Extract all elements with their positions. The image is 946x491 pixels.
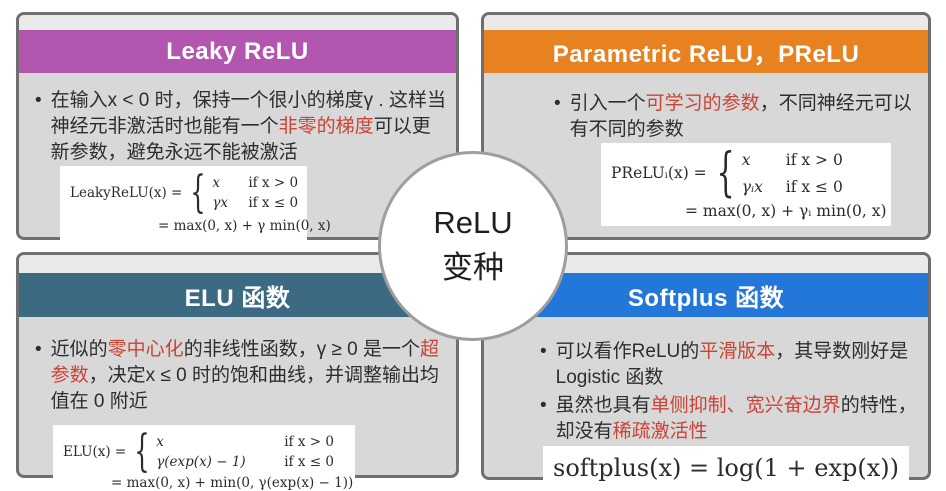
panel-leaky-relu: Leaky ReLU • 在输入x < 0 时，保持一个很小的梯度γ . 这样当… [16,12,459,240]
formula-result: = max(0, x) + min(0, γ(exp(x) − 1)) [111,474,354,491]
bullet-marker: • [35,339,42,360]
bullet-text: 可以看作ReLU的平滑版本，其导数刚好是Logistic 函数 [556,339,918,391]
brace-glyph: { [190,167,207,218]
panel-parametric-relu-title: Parametric ReLU，PReLU [552,41,860,68]
bullet-marker: • [35,90,42,111]
highlighted-text: 零中心化 [107,339,184,360]
center-title-line1: ReLU [433,205,513,241]
panel-top-strip [19,15,456,30]
bullet-text: 引入一个可学习的参数，不同神经元可以有不同的参数 [570,91,916,143]
formula-cases-row: PReLUᵢ(x) = { x if x > 0 γᵢx if x ≤ 0 [611,143,879,203]
panel-top-strip [484,15,928,30]
bullet-item: • 近似的零中心化的非线性函数，γ ≥ 0 是一个超参数，决定x ≤ 0 时的饱… [35,337,450,415]
panel-softplus-body: • 可以看作ReLU的平滑版本，其导数刚好是Logistic 函数 • 虽然也具… [484,339,928,447]
text-segment: ，其导数刚好是Logistic 函数 [555,341,909,389]
text-segment: ，决定x ≤ 0 时的饱和曲线，并调整输出均值在 0 附近 [50,365,440,413]
case-condition: if x > 0 [248,174,299,191]
formula-case: x if x > 0 [742,151,843,169]
panel-elu: ELU 函数 • 近似的零中心化的非线性函数，γ ≥ 0 是一个超参数，决定x … [16,252,459,491]
formula-lhs: PReLUᵢ(x) = [611,164,707,183]
center-title-line2: 变种 [442,250,504,285]
panel-elu-header: ELU 函数 [19,273,456,317]
brace-glyph: { [716,143,735,203]
panel-softplus-title: Softplus 函数 [627,284,785,312]
formula-cases: x if x > 0 γᵢx if x ≤ 0 [742,151,843,196]
formula-case: γ(exp(x) − 1) if x ≤ 0 [156,454,334,470]
case-condition: if x ≤ 0 [248,194,299,211]
panel-leaky-relu-body: • 在输入x < 0 时，保持一个很小的梯度γ . 这样当神经元非激活时也能有一… [19,88,456,168]
highlighted-text: 可学习的参数 [645,93,760,114]
panel-elu-title: ELU 函数 [184,284,291,312]
center-node: ReLU 变种 [378,151,568,341]
brace-glyph: { [134,426,150,477]
bullet-text: 近似的零中心化的非线性函数，γ ≥ 0 是一个超参数，决定x ≤ 0 时的饱和曲… [51,337,450,415]
formula-result: = max(0, x) + γᵢ min(0, x) [685,201,887,220]
case-value: γ(exp(x) − 1) [156,453,246,470]
case-condition: if x ≤ 0 [785,177,843,196]
bullet-marker: • [540,395,547,417]
formula-case: γᵢx if x ≤ 0 [742,178,843,196]
formula-leaky-relu: LeakyReLU(x) = { x if x > 0 γx if x ≤ 0 = … [60,166,331,240]
text-segment: 在输入x < 0 时，保持一个很小的梯度γ . 这样当神经元非激活时也能有一个 [50,90,446,138]
bullet-item: • 可以看作ReLU的平滑版本，其导数刚好是Logistic 函数 [540,339,918,391]
text-segment: ，不同神经元可以有不同的参数 [569,93,912,141]
formula-result: = max(0, x) + γ min(0, x) [158,217,331,234]
formula-lhs: ELU(x) = [63,443,127,460]
text-segment: 可以看作ReLU的 [555,341,700,362]
bullet-marker: • [554,93,561,114]
bullet-marker: • [540,341,547,362]
formula-cases-row: LeakyReLU(x) = { x if x > 0 γx if x ≤ 0 [70,167,298,218]
case-condition: if x ≤ 0 [284,453,334,470]
text-segment: 的特性，却没有 [555,395,917,443]
panel-elu-body: • 近似的零中心化的非线性函数，γ ≥ 0 是一个超参数，决定x ≤ 0 时的饱… [19,337,456,417]
formula-cases: x if x > 0 γx if x ≤ 0 [212,175,298,211]
text-segment: 引入一个 [569,93,646,114]
text-segment: 的非线性函数，γ ≥ 0 是一个 [183,339,421,360]
highlighted-text: 单侧抑制、宽兴奋边界 [650,395,841,417]
formula-case: γx if x ≤ 0 [212,195,298,211]
bullet-item: • 引入一个可学习的参数，不同神经元可以有不同的参数 [554,91,916,143]
formula-cases-row: ELU(x) = { x if x > 0 γ(exp(x) − 1) if x ≤… [63,426,343,477]
case-condition: if x > 0 [284,433,334,450]
formula-case: x if x > 0 [156,434,334,450]
panel-leaky-relu-header: Leaky ReLU [19,30,456,73]
panel-parametric-relu-body: • 引入一个可学习的参数，不同神经元可以有不同的参数 [484,91,928,145]
formula-text: softplus(x) = log(1 + exp(x)) [553,454,899,482]
formula-prelu: PReLUᵢ(x) = { x if x > 0 γᵢx if x ≤ 0 = ma… [601,143,891,226]
panel-top-strip [19,255,456,273]
panel-softplus: Softplus 函数 • 可以看作ReLU的平滑版本，其导数刚好是Logist… [481,252,931,490]
text-segment: 近似的 [50,339,108,360]
case-condition: if x > 0 [785,150,843,169]
case-value: x [156,433,164,450]
panel-top-strip [484,255,928,273]
text-segment: 可以更新参数，避免永远不能被激活 [50,116,431,164]
bullet-item: • 在输入x < 0 时，保持一个很小的梯度γ . 这样当神经元非激活时也能有一… [35,88,448,166]
formula-case: x if x > 0 [212,175,298,191]
bullet-item: • 虽然也具有单侧抑制、宽兴奋边界的特性，却没有稀疏激活性 [540,393,918,445]
panel-parametric-relu-header: Parametric ReLU，PReLU [484,30,928,73]
case-value: γx [212,194,229,211]
formula-lhs: LeakyReLU(x) = [70,184,183,201]
highlighted-text: 超参数 [50,339,440,387]
bullet-text: 虽然也具有单侧抑制、宽兴奋边界的特性，却没有稀疏激活性 [556,393,918,445]
case-value: x [212,174,220,191]
formula-elu: ELU(x) = { x if x > 0 γ(exp(x) − 1) if x ≤… [53,425,355,491]
highlighted-text: 平滑版本 [699,341,776,362]
case-value: x [741,150,751,169]
highlighted-text: 非零的梯度 [278,116,374,138]
formula-softplus: softplus(x) = log(1 + exp(x)) [543,446,909,490]
text-segment: 虽然也具有 [555,395,651,417]
panel-leaky-relu-title: Leaky ReLU [166,37,309,65]
formula-cases: x if x > 0 γ(exp(x) − 1) if x ≤ 0 [156,434,334,470]
case-value: γᵢx [741,177,763,196]
highlighted-text: 稀疏激活性 [612,421,708,443]
bullet-text: 在输入x < 0 时，保持一个很小的梯度γ . 这样当神经元非激活时也能有一个非… [51,88,448,166]
panel-softplus-header: Softplus 函数 [484,273,928,317]
